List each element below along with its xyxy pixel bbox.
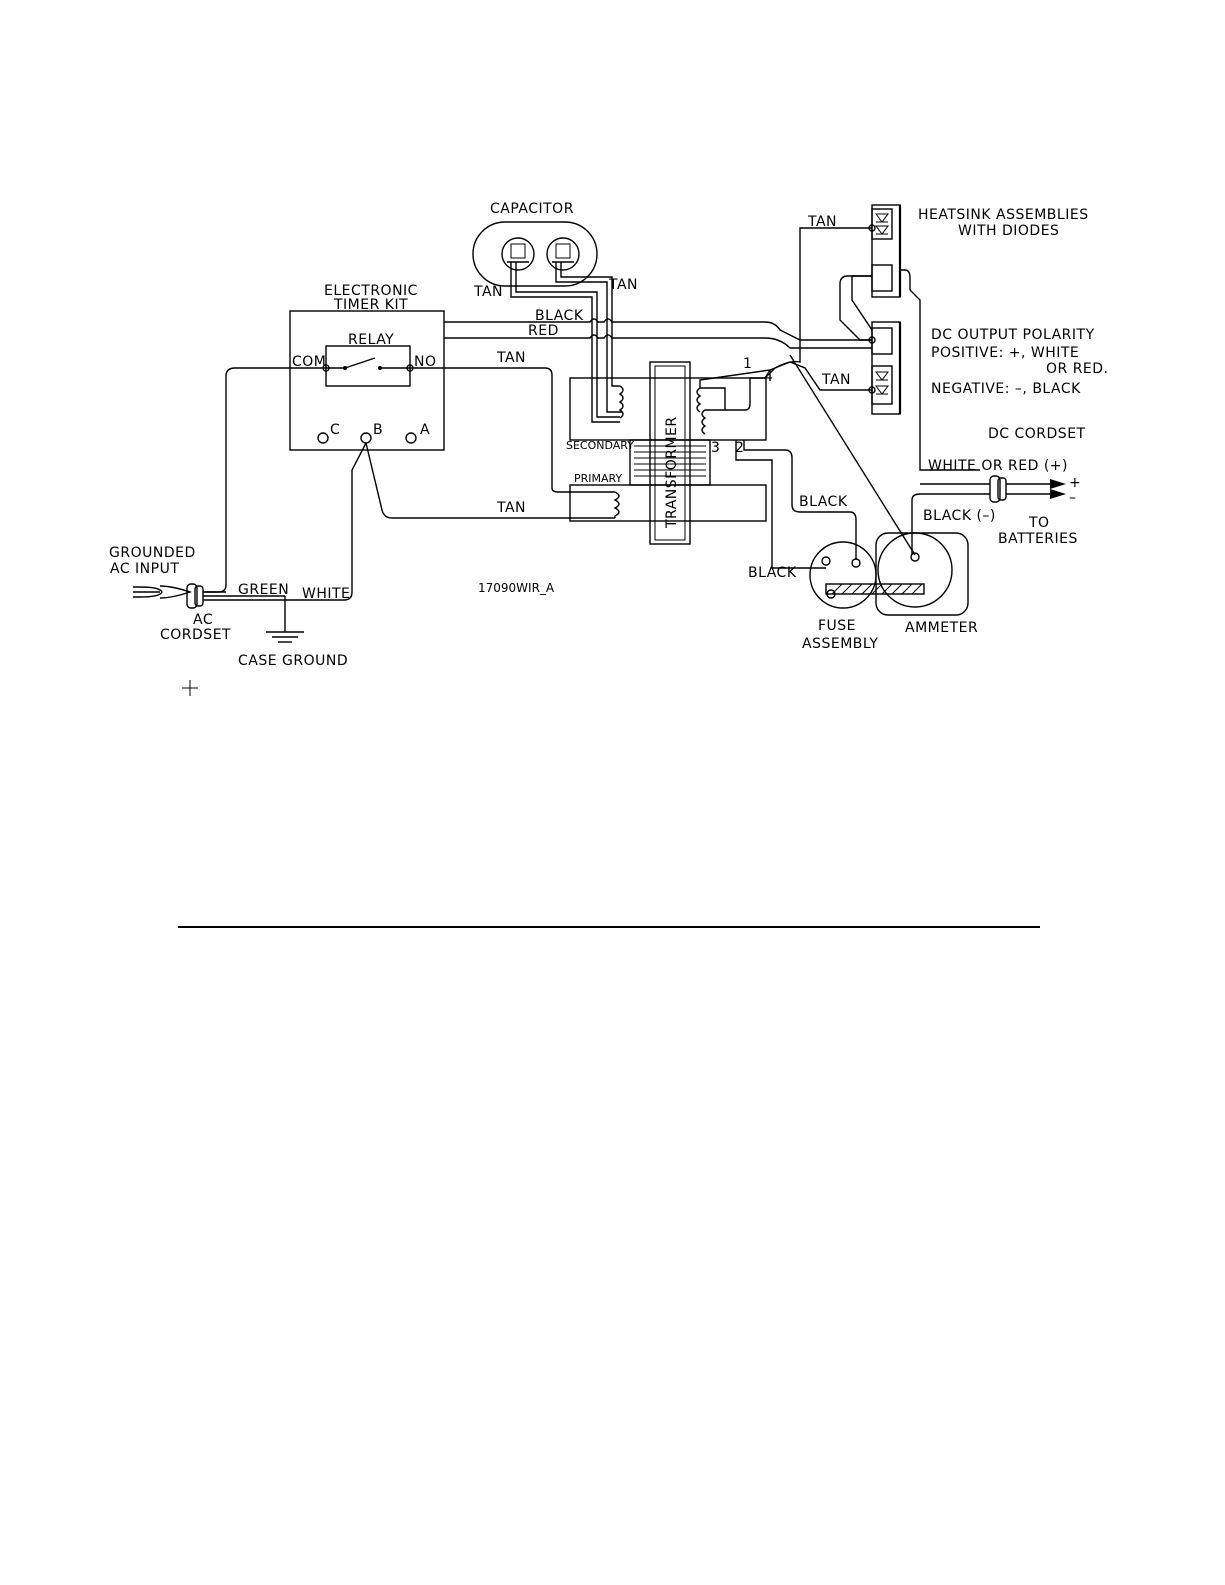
timer-label-line1: ELECTRONIC	[324, 283, 418, 299]
heatsink-assembly-top	[871, 204, 902, 298]
drawing-id: 17090WIR_A	[478, 581, 555, 595]
black-negative-label: BLACK (–)	[923, 508, 996, 524]
heatsink-label-line1: HEATSINK ASSEMBLIES	[918, 207, 1089, 223]
fuse-label-line1: FUSE	[818, 618, 856, 634]
primary-label: PRIMARY	[574, 472, 622, 485]
wire-label-green: GREEN	[238, 582, 289, 598]
ac-cordset	[186, 583, 285, 609]
wire-label-black-fuse-lower: BLACK	[748, 565, 797, 581]
case-ground-label: CASE GROUND	[238, 653, 348, 669]
terminal-4-label: 4	[764, 369, 773, 385]
fuse-ammeter-bus-bar	[825, 583, 925, 595]
polarity-label-line1: DC OUTPUT POLARITY	[931, 327, 1095, 343]
wire-label-tan-primary: TAN	[496, 500, 526, 516]
terminal-1-label: 1	[743, 356, 752, 372]
terminal-b-label: B	[373, 422, 383, 438]
wire-label-tan-relay-no: TAN	[496, 350, 526, 366]
ammeter	[875, 532, 969, 616]
wire-label-white: WHITE	[302, 586, 350, 602]
to-batteries-label-line2: BATTERIES	[998, 531, 1078, 547]
timer-label-line2: TIMER KIT	[333, 297, 408, 313]
polarity-label-line2: POSITIVE: +, WHITE	[931, 345, 1079, 361]
terminal-a-label: A	[420, 422, 430, 438]
ammeter-label: AMMETER	[905, 620, 978, 636]
wire-label-tan-heatsink-top: TAN	[807, 214, 837, 230]
ac-cordset-label-line1: AC	[193, 612, 213, 628]
capacitor-label: CAPACITOR	[490, 201, 574, 217]
ac-input-plug	[133, 585, 193, 599]
relay-no-label: NO	[414, 354, 437, 370]
secondary-label: SECONDARY	[566, 439, 634, 452]
wire-label-black-top: BLACK	[535, 308, 584, 324]
wire-label-tan-cap-left: TAN	[473, 284, 503, 300]
registration-mark	[182, 680, 198, 696]
heatsink-assembly-bottom	[871, 321, 902, 415]
dc-cordset-label: DC CORDSET	[988, 426, 1086, 442]
polarity-label-line4: NEGATIVE: –, BLACK	[931, 381, 1081, 397]
plus-terminal-label: +	[1069, 475, 1081, 491]
terminal-c-label: C	[330, 422, 340, 438]
wire-label-red-top: RED	[528, 323, 559, 339]
transformer-label: TRANSFORMER	[664, 416, 680, 529]
wire-label-black-fuse-upper: BLACK	[799, 494, 848, 510]
ac-cordset-label-line2: CORDSET	[160, 627, 231, 643]
grounded-ac-label-line2: AC INPUT	[110, 561, 179, 577]
case-ground-symbol	[266, 596, 304, 643]
grounded-ac-label-line1: GROUNDED	[109, 545, 196, 561]
polarity-label-line3: OR RED.	[1046, 361, 1109, 377]
terminal-3-label: 3	[711, 440, 720, 456]
fuse-assembly	[809, 541, 877, 609]
heatsink-label-line2: WITH DIODES	[958, 223, 1059, 239]
relay-com-label: COM	[292, 354, 326, 370]
fuse-label-line2: ASSEMBLY	[802, 636, 878, 652]
dc-cordset	[911, 475, 1066, 555]
minus-terminal-label: –	[1069, 490, 1077, 506]
wire-label-tan-heatsink-bottom: TAN	[821, 372, 851, 388]
white-or-red-label: WHITE OR RED (+)	[928, 458, 1068, 474]
relay-label: RELAY	[348, 332, 394, 348]
terminal-2-label: 2	[735, 440, 744, 456]
capacitor	[472, 221, 598, 287]
wire-label-tan-cap-right: TAN	[608, 277, 638, 293]
transformer	[569, 361, 767, 545]
to-batteries-label-line1: TO	[1028, 515, 1050, 531]
